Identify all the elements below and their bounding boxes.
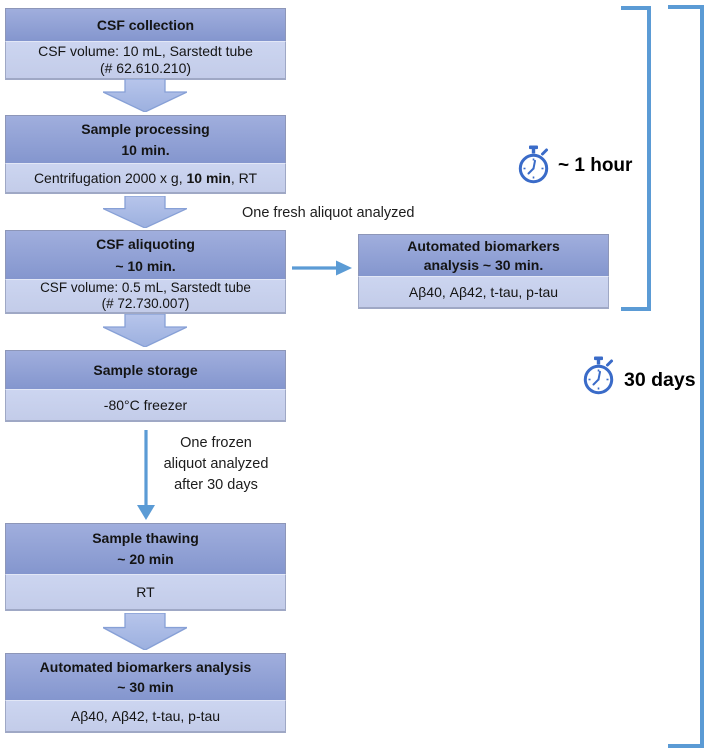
box-sample-thawing-header: Sample thawing ~ 20 min — [5, 523, 286, 574]
box-frozen-analysis-detail: Aβ40, Aβ42, t-tau, p-tau — [70, 707, 221, 724]
down-thin-arrow-icon — [137, 430, 155, 520]
box-sample-storage-detail: -80°C freezer — [103, 396, 188, 413]
box-fresh-analysis-title: Automated biomarkers analysis ~ 30 min. — [407, 237, 560, 273]
down-block-arrow-icon — [103, 79, 187, 112]
box-frozen-analysis-header: Automated biomarkers analysis ~ 30 min — [5, 653, 286, 700]
one-hour-label: ~ 1 hour — [558, 155, 633, 176]
box-csf-aliquoting-body: CSF volume: 0.5 mL, Sarstedt tube (# 72.… — [5, 279, 286, 314]
box-sample-storage: Sample storage -80°C freezer — [5, 350, 286, 422]
box-sample-thawing-title: Sample thawing ~ 20 min — [92, 530, 199, 567]
box-sample-thawing-body: RT — [5, 574, 286, 611]
box-frozen-analysis-body: Aβ40, Aβ42, t-tau, p-tau — [5, 700, 286, 733]
box-csf-aliquoting-title: CSF aliquoting ~ 10 min. — [96, 236, 195, 274]
centrifugation-time-bold: 10 min — [186, 169, 231, 186]
box-fresh-analysis-detail: Aβ40, Aβ42, t-tau, p-tau — [408, 283, 559, 300]
fresh-aliquot-note: One fresh aliquot analyzed — [242, 205, 415, 221]
box-csf-collection-header: CSF collection — [5, 8, 286, 41]
centrifugation-text: Centrifugation 2000 x g, — [33, 169, 187, 186]
box-frozen-analysis-title: Automated biomarkers analysis ~ 30 min — [39, 659, 252, 695]
down-block-arrow-icon — [103, 196, 187, 228]
box-sample-processing-body: Centrifugation 2000 x g, 10 min, RT — [5, 163, 286, 194]
stopwatch-icon — [518, 145, 549, 184]
box-csf-collection-detail: CSF volume: 10 mL, Sarstedt tube (# 62.6… — [38, 43, 253, 76]
box-fresh-analysis-body: Aβ40, Aβ42, t-tau, p-tau — [358, 276, 609, 309]
box-csf-aliquoting-header: CSF aliquoting ~ 10 min. — [5, 230, 286, 279]
box-csf-collection-body: CSF volume: 10 mL, Sarstedt tube (# 62.6… — [5, 41, 286, 80]
box-csf-collection-title: CSF collection — [96, 16, 195, 33]
box-sample-processing-title: Sample processing 10 min. — [81, 120, 210, 158]
down-block-arrow-icon — [103, 314, 187, 347]
box-frozen-analysis: Automated biomarkers analysis ~ 30 min A… — [5, 653, 286, 733]
box-csf-aliquoting: CSF aliquoting ~ 10 min. CSF volume: 0.5… — [5, 230, 286, 314]
box-sample-processing-header: Sample processing 10 min. — [5, 115, 286, 163]
box-sample-processing-detail: Centrifugation 2000 x g, 10 min, RT — [34, 170, 257, 187]
centrifugation-rt-text: , RT — [230, 169, 258, 186]
box-csf-collection: CSF collection CSF volume: 10 mL, Sarste… — [5, 8, 286, 80]
thirty-days-bracket — [668, 5, 704, 748]
box-sample-processing: Sample processing 10 min. Centrifugation… — [5, 115, 286, 194]
box-sample-thawing-detail: RT — [136, 583, 155, 600]
box-fresh-analysis-header: Automated biomarkers analysis ~ 30 min. — [358, 234, 609, 276]
box-sample-thawing: Sample thawing ~ 20 min RT — [5, 523, 286, 611]
right-thin-arrow-icon — [292, 260, 352, 276]
down-block-arrow-icon — [103, 613, 187, 650]
box-csf-aliquoting-detail: CSF volume: 0.5 mL, Sarstedt tube (# 72.… — [40, 280, 251, 311]
box-sample-storage-title: Sample storage — [93, 361, 198, 378]
stopwatch-icon — [583, 356, 614, 395]
box-sample-storage-header: Sample storage — [5, 350, 286, 389]
box-fresh-analysis: Automated biomarkers analysis ~ 30 min. … — [358, 234, 609, 309]
one-hour-bracket — [621, 6, 651, 311]
box-sample-storage-body: -80°C freezer — [5, 389, 286, 422]
thirty-days-label: 30 days — [624, 369, 696, 391]
frozen-aliquot-note: One frozen aliquot analyzed after 30 day… — [163, 435, 269, 493]
